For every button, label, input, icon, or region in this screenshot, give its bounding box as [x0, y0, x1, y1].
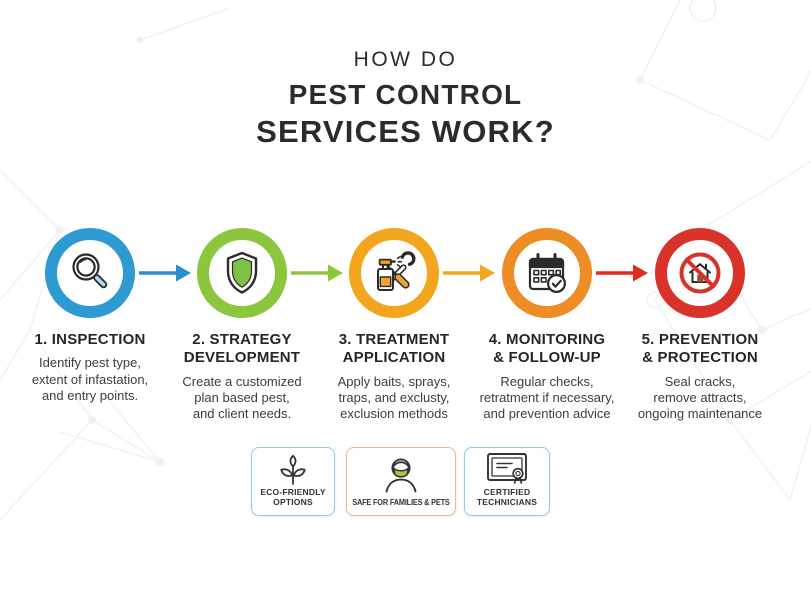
- badge-certified-technicians: CERTIFIED TECHNICIANS: [464, 447, 550, 516]
- title-line-1: HOW DO: [353, 48, 458, 71]
- step-title: 4. MONITORING & FOLLOW-UP: [488, 331, 606, 367]
- step-treatment-application: 3. TREATMENT APPLICATION Apply baits, sp…: [314, 228, 474, 423]
- title-line-3: SERVICES WORK?: [256, 114, 555, 150]
- calendar-check-icon: [528, 253, 566, 293]
- badge-label: SAFE FOR FAMILIES & PETS: [352, 498, 450, 507]
- badge-safe-families-pets: SAFE FOR FAMILIES & PETS: [346, 447, 456, 516]
- spray-wrench-icon: [377, 251, 416, 291]
- page-title: HOW DO PEST CONTROL SERVICES WORK?: [0, 48, 811, 150]
- step-description: Create a customized plan based pest, and…: [182, 373, 302, 422]
- masked-person-icon: [381, 448, 421, 498]
- step-title: 1. INSPECTION: [34, 331, 146, 348]
- arrow-step4-step5: [595, 262, 649, 284]
- step-title: 3. TREATMENT APPLICATION: [338, 331, 450, 367]
- step-description: Seal cracks, remove attracts, ongoing ma…: [637, 373, 763, 422]
- arrow-step2-step3: [290, 262, 344, 284]
- no-pest-house-icon: [679, 252, 721, 294]
- shield-icon: [226, 251, 258, 294]
- badge-eco-friendly: ECO-FRIENDLY OPTIONS: [251, 447, 335, 516]
- certificate-icon: [485, 445, 529, 487]
- step-description: Regular checks, retratment if necessary,…: [479, 373, 615, 422]
- arrow-step1-step2: [138, 262, 192, 284]
- step-circle: [655, 228, 745, 318]
- arrow-step3-step4: [442, 262, 496, 284]
- step-circle: [349, 228, 439, 318]
- step-circle: [197, 228, 287, 318]
- step-description: Apply baits, sprays, traps, and exclusty…: [337, 373, 451, 422]
- step-circle: [45, 228, 135, 318]
- step-inspection: 1. INSPECTION Identify pest type, extent…: [10, 228, 170, 404]
- badge-label: ECO-FRIENDLY OPTIONS: [260, 486, 326, 508]
- step-title: 5. PREVENTION & PROTECTION: [641, 331, 759, 367]
- step-title: 2. STRATEGY DEVELOPMENT: [183, 331, 301, 367]
- badge-label: CERTIFIED TECHNICIANS: [476, 486, 538, 508]
- leaf-sprout-icon: [275, 448, 311, 487]
- title-line-2: PEST CONTROL: [288, 79, 523, 111]
- step-circle: [502, 228, 592, 318]
- step-monitoring-follow-up: 4. MONITORING & FOLLOW-UP Regular checks…: [467, 228, 627, 423]
- magnifier-icon: [72, 253, 108, 289]
- step-prevention-protection: 5. PREVENTION & PROTECTION Seal cracks, …: [620, 228, 780, 423]
- step-description: Identify pest type, extent of infastatio…: [31, 355, 149, 404]
- step-strategy-development: 2. STRATEGY DEVELOPMENT Create a customi…: [162, 228, 322, 423]
